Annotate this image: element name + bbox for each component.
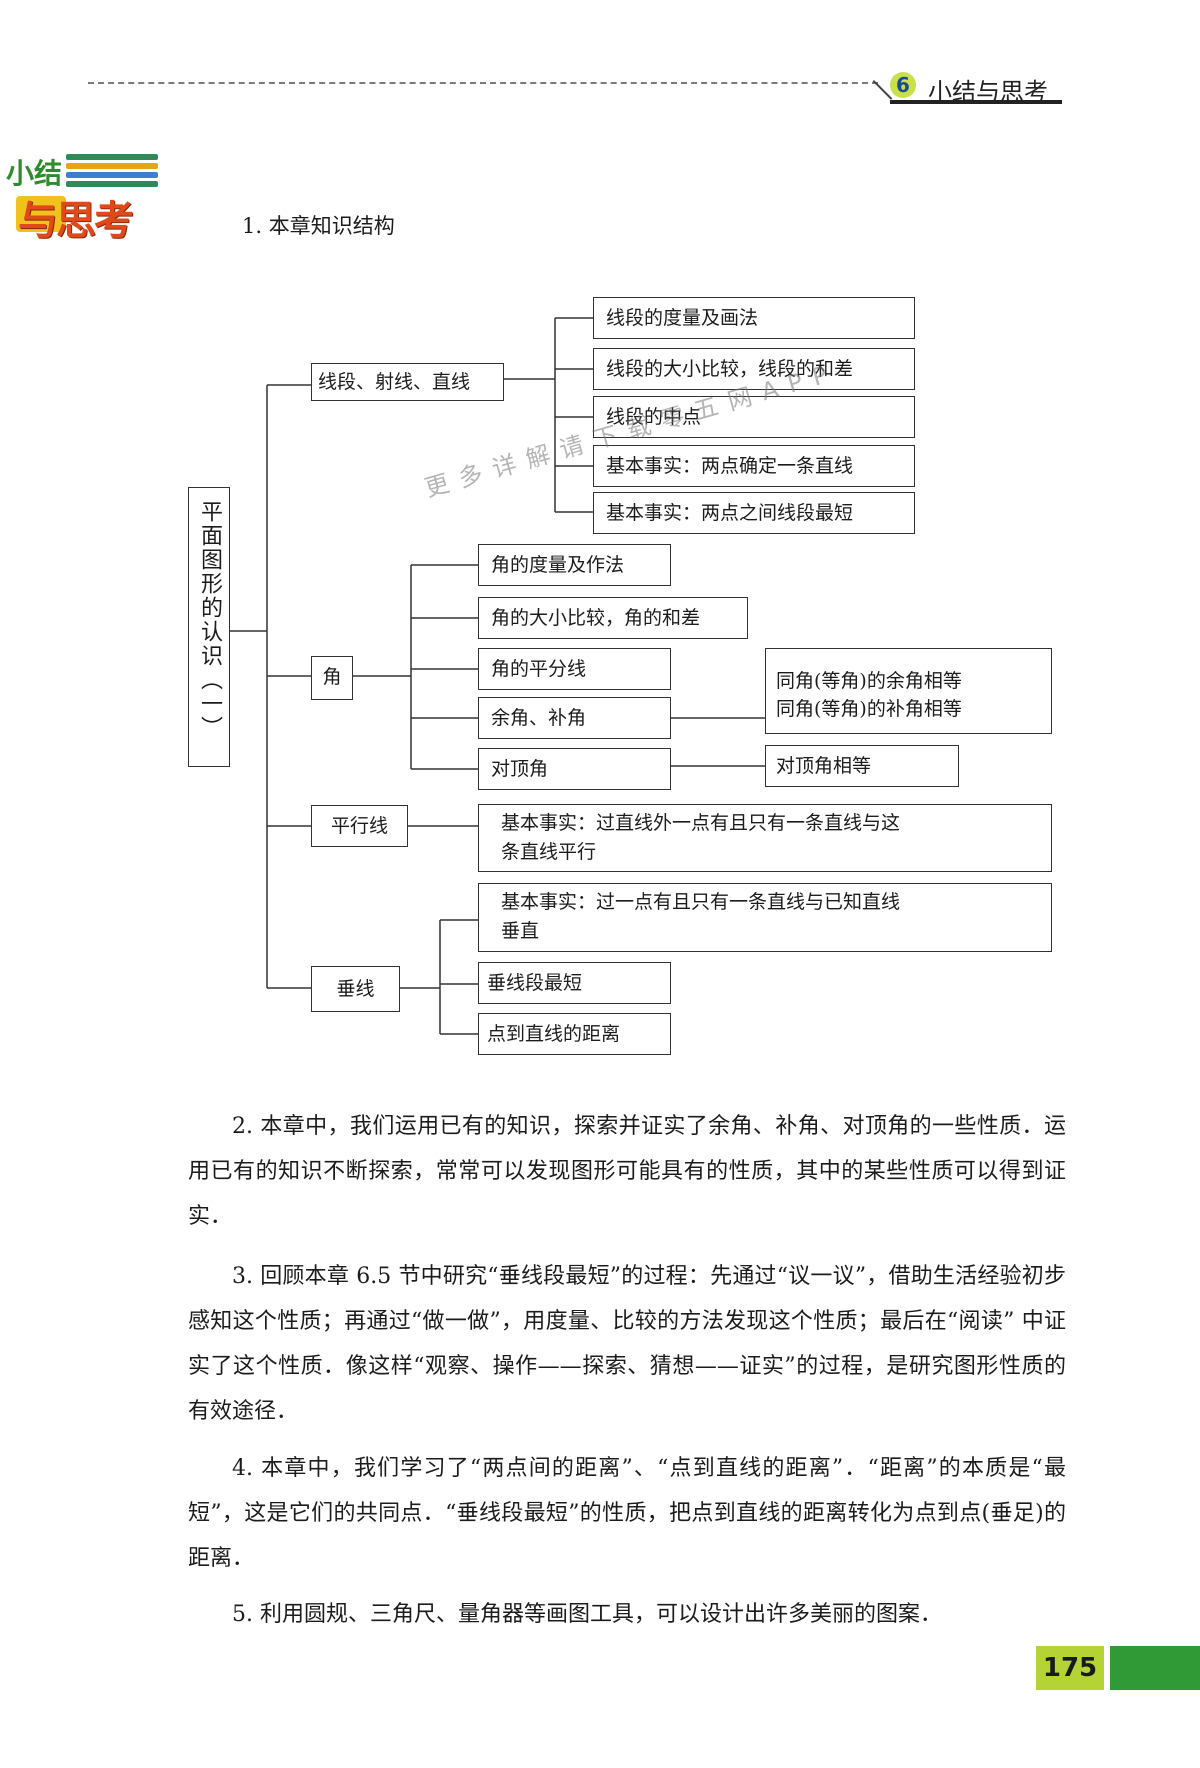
complement-property-line2: 同角(等角)的补角相等 xyxy=(776,698,962,720)
chapter-number-badge: 6 xyxy=(890,72,916,98)
paragraph-3: 3. 回顾本章 6.5 节中研究“垂线段最短”的过程：先通过“议一议”，借助生活… xyxy=(188,1264,1066,1424)
page-number: 175 xyxy=(1036,1646,1104,1690)
section-title: 1. 本章知识结构 xyxy=(242,214,395,238)
leaf-segment-measure: 线段的度量及画法 xyxy=(593,297,915,339)
logo-line1: 小结 xyxy=(6,157,63,190)
branch-angle: 角 xyxy=(311,656,353,700)
leaf-shortest-segment: 基本事实：两点之间线段最短 xyxy=(593,492,915,534)
leaf-angle-compare: 角的大小比较，角的和差 xyxy=(478,597,748,639)
header-underline xyxy=(890,100,1062,104)
knowledge-tree-connectors xyxy=(230,317,765,1035)
page-number-bar xyxy=(1110,1646,1200,1690)
diagram-root-box: 平面图形的认识（一） xyxy=(188,487,230,767)
leaf-two-points-line: 基本事实：两点确定一条直线 xyxy=(593,445,915,487)
logo-highlight xyxy=(16,196,66,232)
leaf-vertical-property: 对顶角相等 xyxy=(765,745,959,787)
leaf-segment-midpoint: 线段的中点 xyxy=(593,396,915,438)
leaf-angle-measure: 角的度量及作法 xyxy=(478,544,671,586)
paragraph-4: 4. 本章中，我们学习了“两点间的距离”、“点到直线的距离”．“距离”的本质是“… xyxy=(188,1456,1066,1571)
books-icon xyxy=(66,154,158,190)
branch-parallel: 平行线 xyxy=(311,805,408,847)
leaf-point-line-distance: 点到直线的距离 xyxy=(478,1013,671,1055)
branch-line-segment: 线段、射线、直线 xyxy=(311,363,504,401)
leaf-complement-supplement: 余角、补角 xyxy=(478,697,671,739)
branch-perpendicular: 垂线 xyxy=(311,966,400,1012)
leaf-perpendicular-postulate: 基本事实：过一点有且只有一条直线与已知直线垂直 xyxy=(478,883,1052,952)
paragraph-2: 2. 本章中，我们运用已有的知识，探索并证实了余角、补角、对顶角的一些性质．运用… xyxy=(188,1114,1066,1229)
leaf-parallel-postulate: 基本事实：过直线外一点有且只有一条直线与这条直线平行 xyxy=(478,804,1052,872)
logo-line2: 与思考 xyxy=(18,198,134,244)
leaf-complement-properties: 同角(等角)的余角相等 同角(等角)的补角相等 xyxy=(765,648,1052,734)
leaf-vertical-angles: 对顶角 xyxy=(478,748,671,790)
chapter-title: 小结与思考 xyxy=(928,78,1048,106)
leaf-segment-compare: 线段的大小比较，线段的和差 xyxy=(593,348,915,390)
header-dashed-rule xyxy=(88,82,878,84)
leaf-angle-bisector: 角的平分线 xyxy=(478,648,671,690)
leaf-shortest-perpendicular: 垂线段最短 xyxy=(478,962,671,1004)
paragraph-5: 5. 利用圆规、三角尺、量角器等画图工具，可以设计出许多美丽的图案． xyxy=(232,1602,942,1627)
complement-property-line1: 同角(等角)的余角相等 xyxy=(776,670,962,692)
